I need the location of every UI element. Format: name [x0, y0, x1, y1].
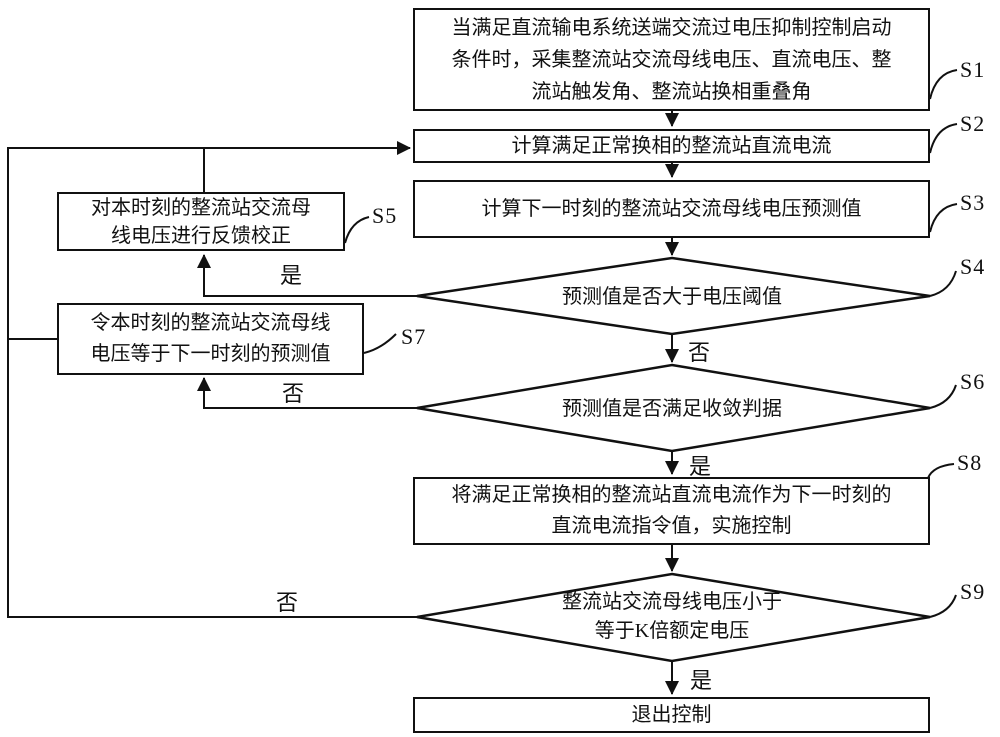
- node-s1-line-3: 流站触发角、整流站换相重叠角: [531, 80, 812, 103]
- node-s5-line-2: 线电压进行反馈校正: [111, 224, 291, 247]
- edge-label-s9-yes: 是: [690, 668, 713, 693]
- arrow-s6-no-to-s7: [197, 377, 417, 409]
- decision-s6-shape: [416, 363, 931, 453]
- node-s5-line-1: 对本时刻的整流站交流母: [91, 196, 311, 219]
- node-s6-line-1: 预测值是否满足收敛判据: [562, 398, 782, 420]
- node-s6-text: 预测值是否满足收敛判据: [472, 395, 872, 424]
- node-s1-line-1: 当满足直流输电系统送端交流过电压抑制控制启动: [451, 16, 892, 39]
- node-s7: 令本时刻的整流站交流母线 电压等于下一时刻的预测值: [57, 303, 364, 375]
- step-label-s7: S7: [401, 324, 427, 349]
- node-s9-line-2: 等于K倍额定电压: [594, 620, 750, 642]
- step-label-s3: S3: [960, 190, 986, 215]
- node-exit: 退出控制: [413, 697, 930, 733]
- edge-label-s6-no: 否: [282, 381, 305, 406]
- leader-hook-s1: [929, 69, 958, 100]
- node-s8-line-2: 直流电流指令值，实施控制: [551, 515, 792, 537]
- edge-label-s4-yes: 是: [280, 263, 303, 288]
- step-label-s1: S1: [960, 57, 986, 82]
- arrow-s4-yes-to-s5: [197, 254, 417, 297]
- step-label-s2: S2: [960, 111, 986, 136]
- node-s3: 计算下一时刻的整流站交流母线电压预测值: [413, 180, 930, 238]
- leader-hook-s9: [929, 594, 957, 618]
- edge-label-s9-no: 否: [276, 590, 299, 615]
- node-s4-line-1: 预测值是否大于电压阈值: [562, 286, 782, 308]
- node-s9-text: 整流站交流母线电压小于 等于K倍额定电压: [472, 588, 872, 646]
- node-s2: 计算满足正常换相的整流站直流电流: [413, 129, 930, 163]
- node-s3-line-1: 计算下一时刻的整流站交流母线电压预测值: [481, 198, 862, 220]
- node-s9-line-1: 整流站交流母线电压小于: [562, 591, 782, 613]
- step-label-s4: S4: [960, 254, 986, 279]
- edge-label-s6-yes: 是: [689, 454, 712, 479]
- leader-hook-s6: [929, 384, 957, 409]
- step-label-s9: S9: [960, 579, 986, 604]
- edge-label-s4-no: 否: [688, 340, 711, 365]
- node-s1: 当满足直流输电系统送端交流过电压抑制控制启动 条件时，采集整流站交流母线电压、直…: [413, 8, 930, 111]
- node-s5: 对本时刻的整流站交流母 线电压进行反馈校正: [57, 192, 345, 251]
- decision-s9-shape: [416, 572, 931, 663]
- leader-hook-s5: [344, 216, 370, 244]
- node-s1-line-2: 条件时，采集整流站交流母线电压、直流电压、整: [451, 48, 892, 71]
- leader-hook-s8: [927, 463, 955, 479]
- leader-hook-s7: [363, 333, 397, 354]
- step-label-s5: S5: [372, 203, 398, 228]
- node-exit-line-1: 退出控制: [631, 704, 712, 726]
- step-label-s8: S8: [957, 450, 983, 475]
- node-s7-line-2: 电压等于下一时刻的预测值: [90, 343, 331, 365]
- leader-hook-s2: [929, 123, 958, 154]
- decision-s4-shape: [416, 256, 931, 336]
- node-s7-line-1: 令本时刻的整流站交流母线: [90, 312, 331, 334]
- return-path-to-s2: [7, 141, 417, 618]
- node-s4-text: 预测值是否大于电压阈值: [472, 283, 872, 312]
- step-label-s6: S6: [960, 369, 986, 394]
- node-s8: 将满足正常换相的整流站直流电流作为下一时刻的 直流电流指令值，实施控制: [413, 477, 930, 545]
- node-s8-line-1: 将满足正常换相的整流站直流电流作为下一时刻的: [451, 484, 892, 506]
- node-s2-line-1: 计算满足正常换相的整流站直流电流: [511, 135, 832, 157]
- leader-hook-s4: [929, 270, 957, 297]
- leader-hook-s3: [929, 203, 958, 233]
